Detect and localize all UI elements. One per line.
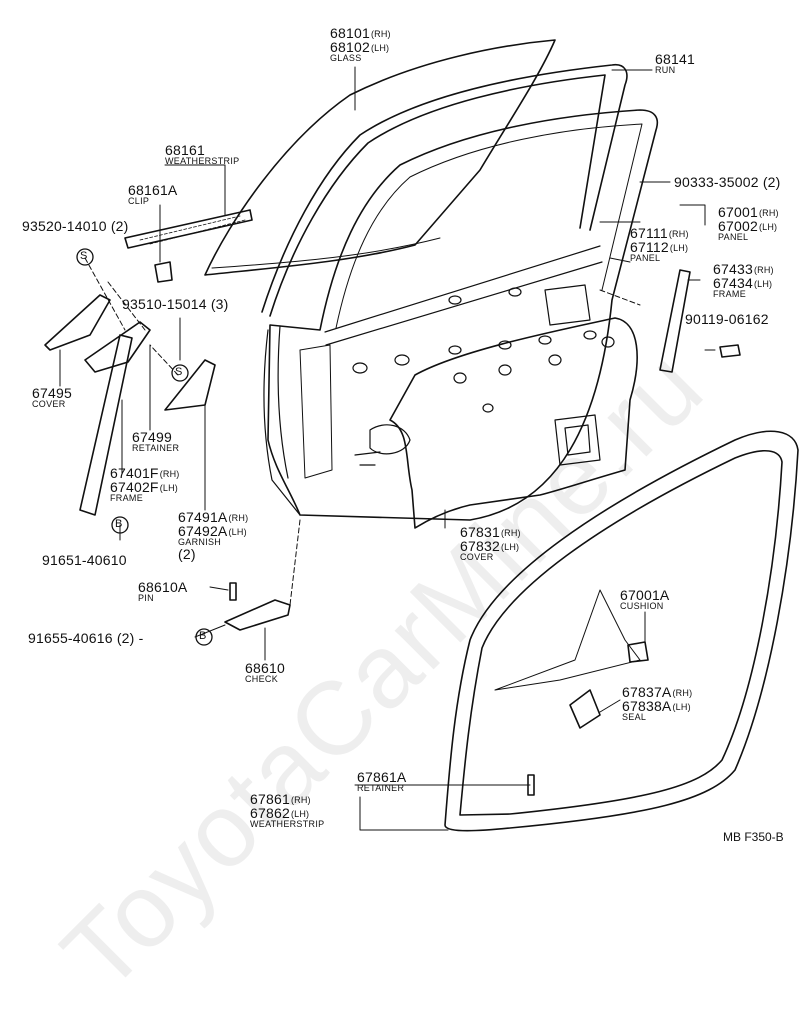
service-holes (352, 284, 597, 466)
pin-68610a (229, 582, 237, 601)
door-lower-panel (494, 589, 641, 691)
cushion-67001a (627, 641, 649, 663)
label-screw-93520: 93520-14010 (2) (22, 218, 129, 234)
inner-cover (389, 317, 638, 529)
marker-b: B (115, 518, 123, 530)
label-screw-93510: 93510-15014 (3) (122, 296, 229, 312)
seal-67837a (569, 689, 601, 729)
label-pin: 68610A PIN (138, 579, 188, 603)
label-check: 68610 CHECK (245, 660, 285, 684)
retainer-67499-part (84, 321, 151, 373)
label-weatherstrip-door: 67861(RH) 67862(LH) WEATHERSTRIP (250, 791, 325, 829)
dashed-leaders (84, 257, 641, 606)
door-beltline (324, 245, 603, 346)
label-frame-front: 67401F(RH) 67402F(LH) FRAME (110, 465, 180, 503)
bolt-90119-part (719, 344, 741, 358)
weatherstrip-68161-texture (139, 215, 246, 245)
glass-lower-edge (211, 237, 441, 269)
marker-s: S (175, 366, 183, 378)
garnish-67491a (164, 359, 216, 411)
label-glass: 68101(RH) 68102(LH) GLASS (330, 25, 391, 63)
clip-68161a (154, 261, 173, 283)
label-plug-90333: 90333-35002 (2) (674, 174, 781, 190)
label-garnish: 67491A(RH) 67492A(LH) GARNISH (2) (178, 509, 249, 562)
label-frame-rear: 67433(RH) 67434(LH) FRAME (713, 261, 774, 299)
marker-circles (76, 248, 213, 646)
label-cover-inner: 67831(RH) 67832(LH) COVER (460, 524, 521, 562)
rear-frame-67433 (659, 269, 691, 373)
marker-s: S (80, 250, 88, 262)
inner-cover-holes (453, 336, 615, 466)
glass-run (261, 63, 628, 317)
figure-code: MB F350-B (723, 830, 784, 844)
marker-b: B (199, 630, 207, 642)
door-check-68610 (224, 599, 291, 631)
weatherstrip-68161 (124, 209, 253, 249)
leader-lines (59, 66, 716, 831)
label-panel-inner: 67111(RH) 67112(LH) PANEL (630, 225, 689, 263)
front-frame-67401f (79, 334, 133, 516)
label-weatherstrip-upper: 68161 WEATHERSTRIP (165, 142, 240, 166)
label-bolt-90119: 90119-06162 (685, 311, 769, 327)
label-seal: 67837A(RH) 67838A(LH) SEAL (622, 684, 693, 722)
door-frame-inner (335, 123, 643, 329)
door-hinge-edge (263, 325, 301, 516)
label-cushion: 67001A CUSHION (620, 587, 670, 611)
label-cover-67495: 67495 COVER (32, 385, 72, 409)
label-bolt-91655: 91655-40616 (2) - (28, 630, 144, 646)
retainer-67861a-part (527, 774, 535, 796)
label-retainer-67499: 67499 RETAINER (132, 429, 180, 453)
label-run: 68141 RUN (655, 51, 695, 75)
label-bolt-91651: 91651-40610 (42, 552, 127, 568)
door-glass (204, 39, 556, 276)
label-clip: 68161A CLIP (128, 182, 178, 206)
label-panel-outer: 67001(RH) 67002(LH) PANEL (718, 204, 779, 242)
cover-67495 (44, 294, 111, 351)
hinge-side-reinforcement (299, 344, 333, 479)
door-weatherstrip-inner (459, 450, 783, 816)
door-weatherstrip-outer (444, 430, 799, 832)
label-retainer-67861a: 67861A RETAINER (357, 769, 407, 793)
